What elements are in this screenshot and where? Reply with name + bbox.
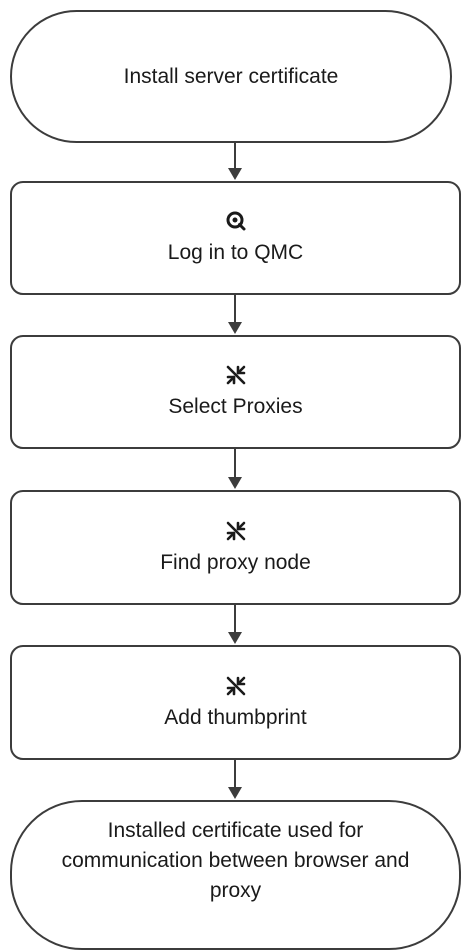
end-label-line-2: communication between browser and: [61, 849, 410, 872]
arrow-4: [228, 605, 242, 644]
end-terminal: Installed certificate used for communica…: [10, 800, 461, 950]
search-icon: [226, 211, 245, 231]
collapse-arrows-icon: [226, 521, 245, 540]
collapse-arrows-icon: [226, 676, 245, 695]
collapse-arrows-icon: [226, 365, 245, 385]
end-label-line-1: Installed certificate used for: [107, 819, 364, 842]
start-label: Install server certificate: [123, 64, 339, 88]
step-label: Add thumbprint: [164, 705, 307, 729]
step-add-thumbprint: Add thumbprint: [10, 645, 461, 760]
start-terminal: Install server certificate: [10, 10, 452, 143]
step-log-in-to-qmc: Log in to QMC: [10, 181, 461, 295]
arrow-3: [228, 449, 242, 489]
arrow-2: [228, 295, 242, 334]
step-label: Find proxy node: [160, 550, 311, 574]
step-select-proxies: Select Proxies: [10, 335, 461, 449]
end-label-line-3: proxy: [209, 879, 262, 902]
arrow-1: [228, 143, 242, 180]
step-label: Select Proxies: [168, 395, 303, 418]
step-label: Log in to QMC: [167, 241, 304, 264]
step-find-proxy-node: Find proxy node: [10, 490, 461, 605]
arrow-5: [228, 760, 242, 799]
